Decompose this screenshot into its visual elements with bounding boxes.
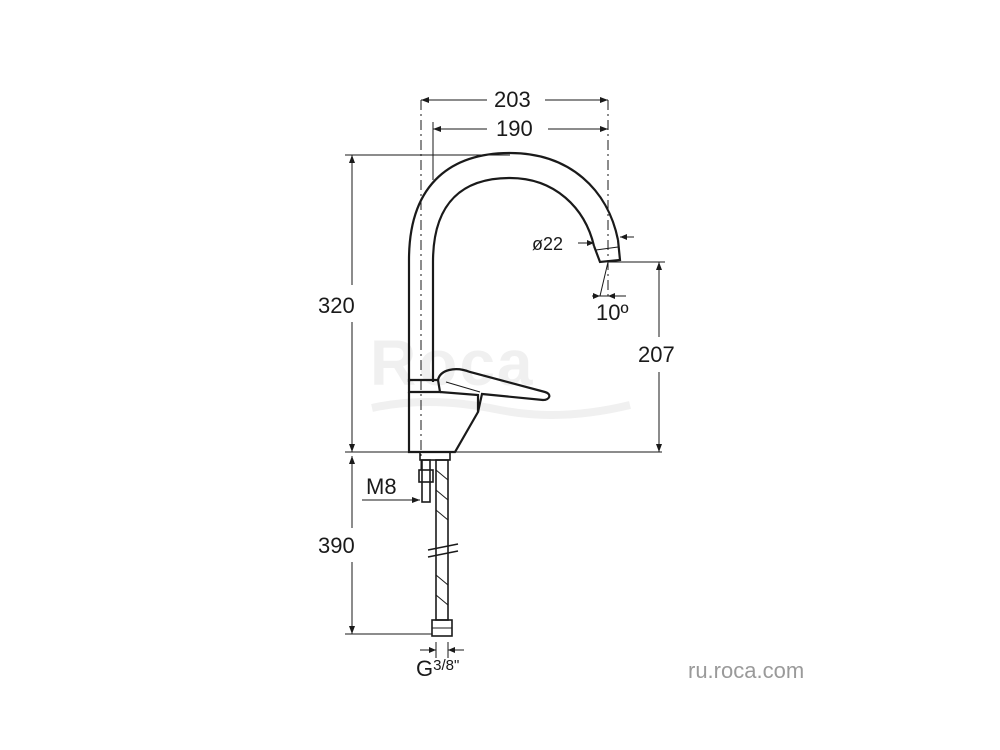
mounting-assembly: [418, 451, 459, 637]
dimension-320-label: 320: [318, 293, 355, 318]
website-link[interactable]: ru.roca.com: [688, 658, 804, 683]
watermark-text: Roca: [370, 327, 535, 399]
dimension-207-label: 207: [638, 342, 675, 367]
dimension-203-label: 203: [494, 87, 531, 112]
faucet-body: [407, 151, 622, 454]
hose-connection-label: G3/8": [416, 656, 459, 681]
outlet-diameter-label: ø22: [532, 234, 563, 254]
stud-thread-label: M8: [366, 474, 397, 499]
dimension-390-label: 390: [318, 533, 355, 558]
outlet-angle-label: 10º: [596, 300, 629, 325]
dimension-lines: [345, 97, 665, 658]
center-lines: [420, 100, 609, 470]
dimension-190-label: 190: [496, 116, 533, 141]
